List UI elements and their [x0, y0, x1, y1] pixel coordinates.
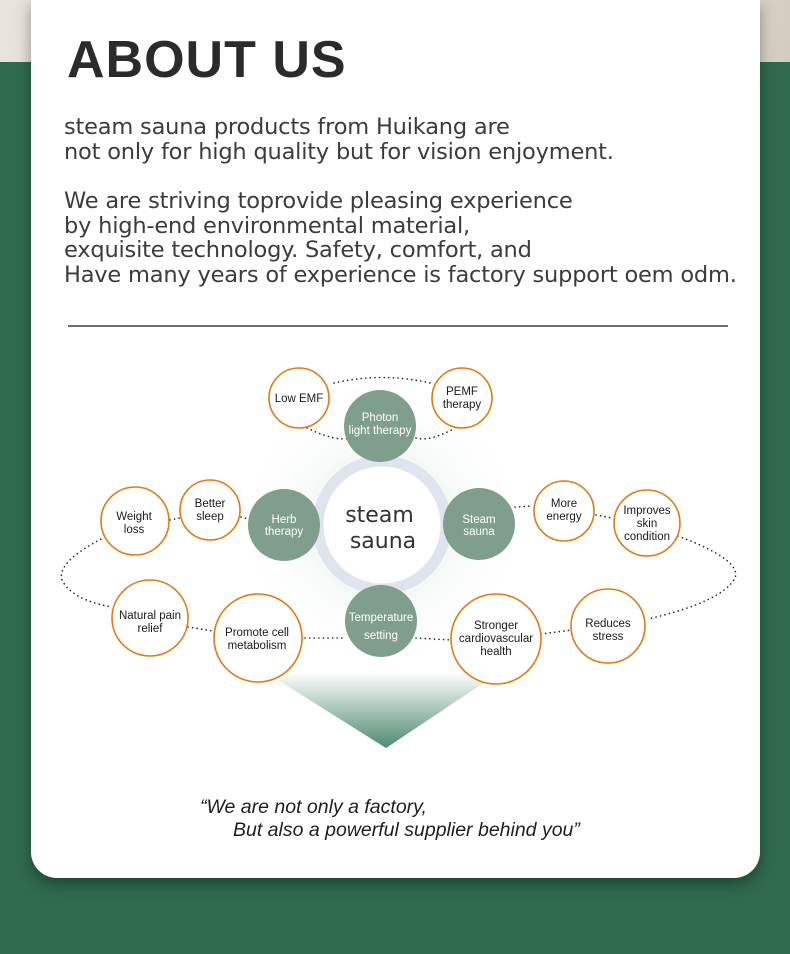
body-line: We are striving toprovide pleasing exper…	[64, 188, 573, 214]
body-line: by high-end environmental material,	[64, 212, 471, 239]
body-line: exquisite technology. Safety, comfort, a…	[64, 237, 532, 263]
intro-paragraph: steam sauna products from Huikang are no…	[64, 115, 614, 164]
connector	[514, 505, 534, 508]
svg-text:Low EMF: Low EMF	[275, 393, 324, 405]
page-title: ABOUT US	[67, 31, 347, 89]
quote-line-2: But also a powerful supplier behind you”	[233, 819, 580, 841]
body-paragraph: We are striving toprovide pleasing exper…	[64, 189, 737, 287]
connector	[540, 629, 573, 635]
connector	[169, 517, 181, 521]
connector	[60, 536, 113, 608]
connector	[333, 376, 431, 384]
connector	[647, 535, 737, 620]
body-line: Have many years of experience is factory…	[64, 261, 737, 288]
intro-line: not only for high quality but for vision…	[64, 138, 614, 165]
connector	[187, 626, 214, 632]
dotted-connectors	[60, 376, 737, 641]
benefit-low-emf: Low EMF	[268, 367, 330, 429]
connector	[415, 427, 456, 440]
center-label: steam sauna	[345, 503, 421, 554]
intro-line: steam sauna products from Huikang are	[64, 114, 510, 140]
connector	[595, 514, 613, 519]
connector	[415, 637, 453, 641]
quote-line-1: “We are not only a factory,	[200, 796, 427, 818]
funnel-arrow	[265, 672, 500, 748]
section-divider	[68, 325, 728, 327]
